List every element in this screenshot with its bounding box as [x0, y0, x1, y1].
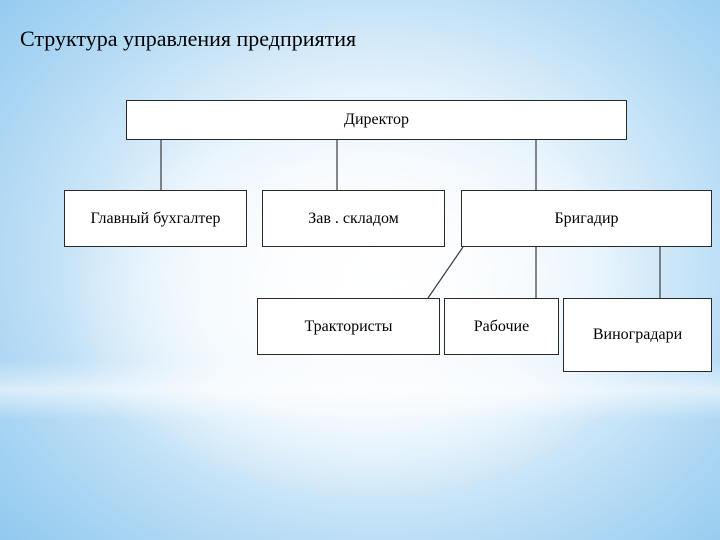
connector-foreman-tractor — [427, 246, 464, 299]
slide-title: Структура управления предприятия — [20, 26, 357, 51]
node-warehouse-head: Зав . складом — [262, 190, 445, 247]
node-foreman: Бригадир — [461, 190, 712, 247]
node-director: Директор — [126, 100, 627, 140]
node-workers: Рабочие — [444, 298, 559, 355]
node-winegrowers: Виноградари — [563, 298, 712, 372]
node-chief-accountant: Главный бухгалтер — [64, 190, 247, 247]
node-tractor-drivers: Трактористы — [257, 298, 440, 355]
